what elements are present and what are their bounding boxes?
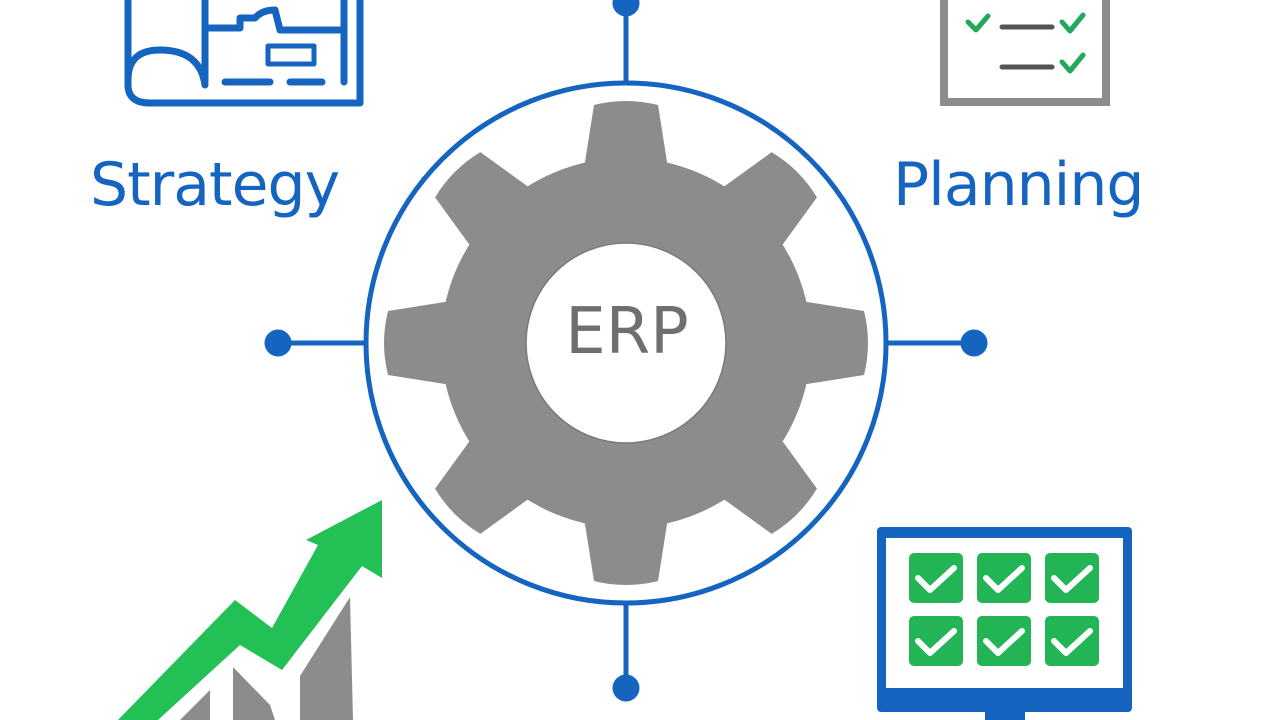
center-label-erp: ERP — [565, 295, 689, 369]
outer-ring — [363, 80, 889, 606]
connector-dot-right — [960, 329, 988, 357]
node-label-planning: Planning — [893, 150, 1144, 220]
blueprint-icon — [124, 0, 364, 107]
checklist-icon — [940, 0, 1110, 106]
growth-chart-arrow-icon — [118, 500, 382, 720]
connector-dot-bottom — [612, 674, 640, 702]
connectors — [264, 0, 988, 702]
connector-dot-top — [612, 0, 640, 17]
node-label-strategy: Strategy — [90, 150, 340, 220]
connector-dot-left — [264, 329, 292, 357]
monitor-checklist-icon — [877, 527, 1132, 720]
gear-icon — [384, 101, 868, 585]
